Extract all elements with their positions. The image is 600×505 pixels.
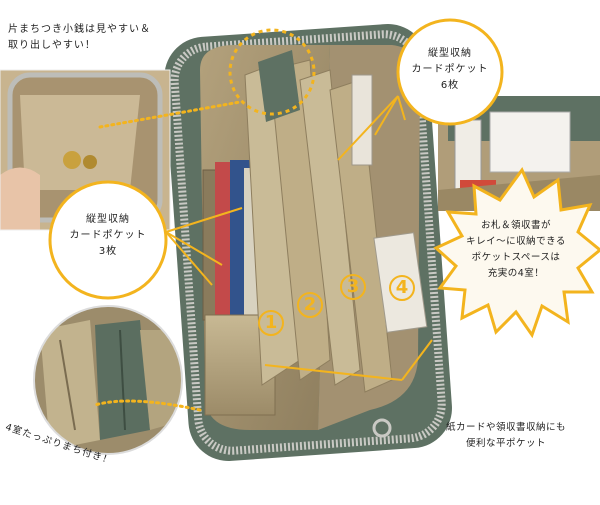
connector-lines [93, 100, 242, 412]
caption-line: 縦型収納 [86, 214, 130, 225]
compartment-number-4: 4 [395, 277, 409, 298]
caption-vertical-cards-3: 縦型収納 カードポケット 3枚 [54, 212, 162, 260]
caption-flat-pocket: 紙カードや領収書収納にも 便利な平ポケット [414, 420, 598, 452]
caption-circles [48, 18, 504, 300]
gusset-inset-photo [34, 306, 182, 454]
compartment-number-1: 1 [264, 312, 278, 333]
caption-line: 6枚 [440, 80, 460, 91]
caption-line: カードポケット [411, 64, 489, 75]
caption-vertical-cards-6: 縦型収納 カードポケット 6枚 [402, 46, 498, 94]
caption-line: 片まちつき小銭は見やすい＆ [8, 24, 151, 35]
caption-line: 便利な平ポケット [465, 438, 546, 449]
caption-bill-compartments: お札＆領収書が キレイ〜に収納できる ポケットスペースは 充実の4室！ [446, 218, 586, 282]
caption-line: ポケットスペースは [471, 252, 561, 263]
caption-line: キレイ〜に収納できる [466, 236, 566, 247]
caption-line: 3枚 [98, 246, 118, 257]
compartment-number-2: 2 [303, 294, 317, 315]
burst-shape [433, 167, 600, 339]
compartment-number-3: 3 [346, 276, 360, 297]
bill-dividers [244, 50, 393, 393]
caption-line: 取り出しやすい！ [8, 40, 96, 51]
caption-line: お札＆領収書が [480, 220, 551, 231]
pointer-lines [165, 95, 433, 381]
caption-line: 縦型収納 [428, 48, 472, 59]
caption-coin-pocket: 片まちつき小銭は見やすい＆ 取り出しやすい！ [8, 22, 151, 54]
caption-line: 紙カードや領収書収納にも [445, 422, 566, 433]
caption-line: カードポケット [69, 230, 147, 241]
wallet-main [164, 23, 452, 461]
caption-line: 充実の4室！ [487, 268, 545, 279]
compartment-number-rings [258, 274, 415, 336]
